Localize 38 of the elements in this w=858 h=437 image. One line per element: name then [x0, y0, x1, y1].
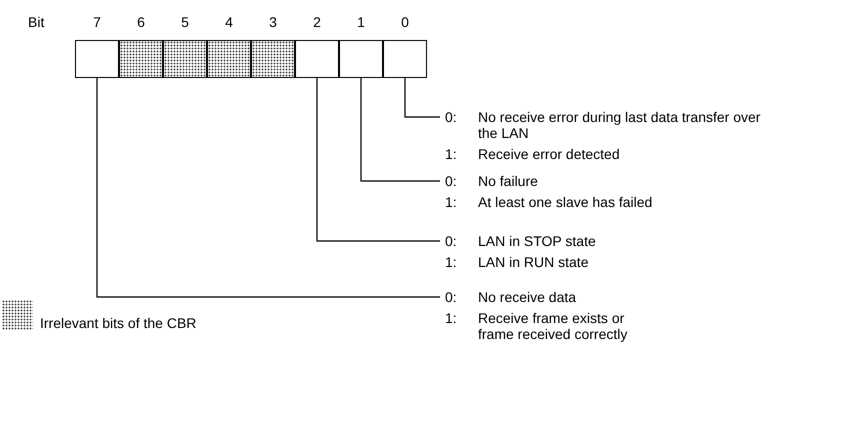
bit-number: 0 — [400, 14, 410, 30]
bit-value: 1: — [445, 146, 458, 162]
value-description: At least one slave has failed — [478, 194, 654, 210]
value-description: LAN in STOP state — [478, 233, 597, 249]
shaded-bit-cell — [163, 40, 207, 78]
bit-number: 4 — [224, 14, 234, 30]
bit-value: 0: — [445, 289, 458, 305]
bit-number: 2 — [312, 14, 322, 30]
value-description: No receive data — [478, 289, 578, 305]
shaded-bit-cell — [251, 40, 295, 78]
bit-cell — [339, 40, 383, 78]
bit-number: 7 — [92, 14, 102, 30]
value-description: LAN in RUN state — [478, 254, 590, 270]
shaded-bit-cell — [119, 40, 163, 78]
bit-value: 1: — [445, 310, 458, 328]
value-description: No receive error during last data transfer over the LAN — [478, 109, 762, 141]
leader-line — [96, 78, 440, 298]
bit-cell — [295, 40, 339, 78]
legend-text: Irrelevant bits of the CBR — [40, 315, 196, 331]
bit-number: 3 — [268, 14, 278, 30]
bit-number: 5 — [180, 14, 190, 30]
bit-number: 6 — [136, 14, 146, 30]
leader-line — [404, 78, 440, 118]
value-description: No failure — [478, 173, 539, 189]
bit-value: 1: — [445, 194, 458, 210]
bit-value: 0: — [445, 109, 458, 127]
shaded-bit-cell — [207, 40, 251, 78]
bit-number: 1 — [356, 14, 366, 30]
bit-cell — [383, 40, 427, 78]
leader-line — [360, 78, 440, 182]
bit-value: 0: — [445, 233, 458, 249]
bit-cell — [75, 40, 119, 78]
value-description: Receive frame exists or frame received correctly — [478, 310, 628, 342]
bit-value: 0: — [445, 173, 458, 189]
bit-value: 1: — [445, 254, 458, 270]
row-label: Bit — [28, 14, 44, 30]
leader-line — [316, 78, 440, 242]
value-description: Receive error detected — [478, 146, 621, 162]
